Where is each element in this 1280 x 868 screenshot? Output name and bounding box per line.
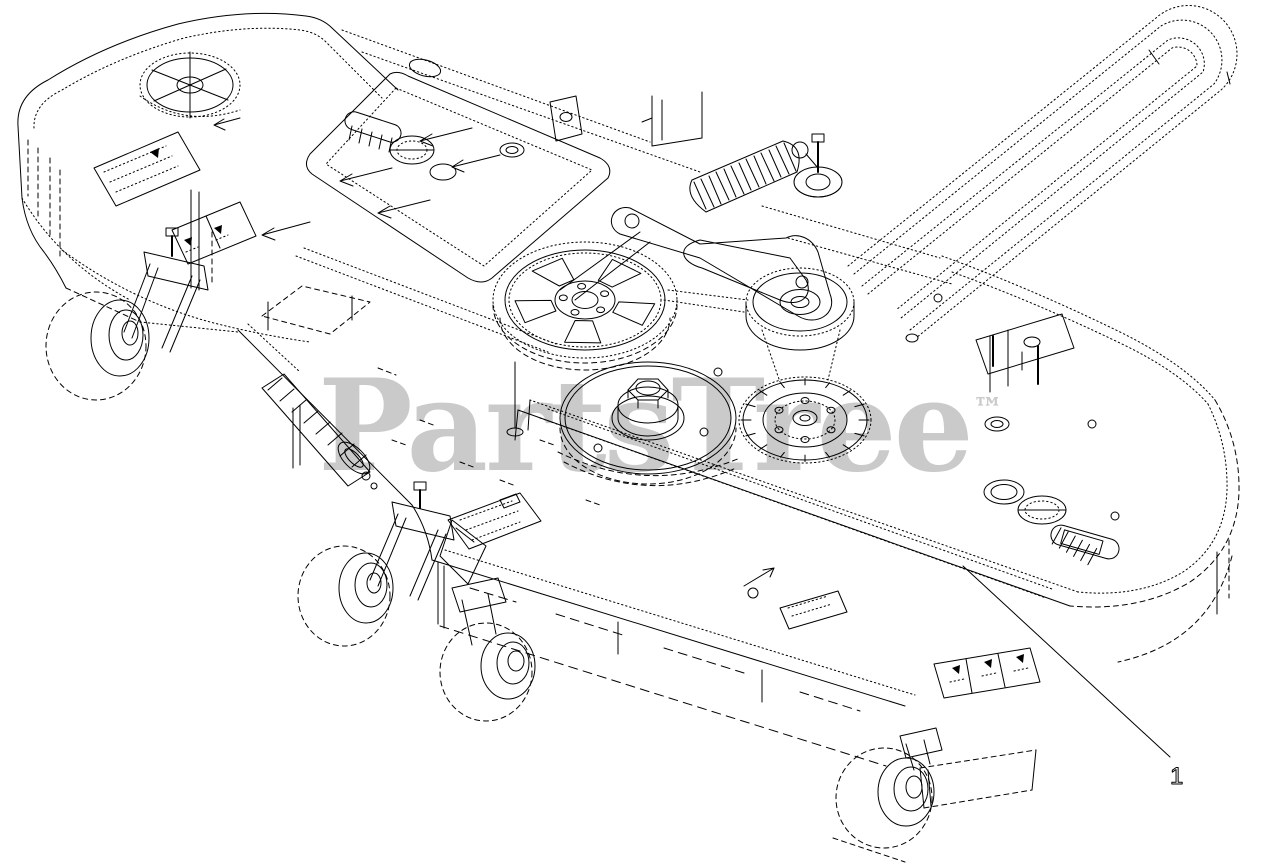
callout-1: 1 xyxy=(962,565,1184,791)
right-warning-decal xyxy=(933,647,1041,699)
pto-drive-belt xyxy=(847,5,1238,339)
tensioner-assembly xyxy=(559,133,843,321)
callout-leader-line xyxy=(962,565,1171,758)
spindle-pulley xyxy=(492,241,678,371)
spindle-hex-nut xyxy=(627,378,669,409)
deck-wheel-right xyxy=(835,727,943,849)
callout-label: 1 xyxy=(1170,763,1183,790)
clutch-pulley xyxy=(738,376,872,464)
left-wing-decal-strip xyxy=(93,131,201,207)
cover-cap xyxy=(389,135,435,165)
discharge-baffle xyxy=(261,285,371,335)
hanger-bracket xyxy=(975,313,1075,393)
left-wing-deck xyxy=(17,12,501,343)
belt-routing-arrows xyxy=(213,117,501,241)
deck-wheel-center xyxy=(439,577,536,722)
front-left-decal xyxy=(447,492,542,550)
extension-spring xyxy=(689,140,819,213)
edge-decal-strip xyxy=(261,373,378,490)
caster-wheel-left xyxy=(45,227,209,401)
gearbox-fan-pulley xyxy=(139,51,241,119)
idler-pulley xyxy=(663,267,855,383)
mid-deck-decal xyxy=(743,567,848,630)
front-skirt xyxy=(431,549,916,767)
deck-cap xyxy=(1017,495,1067,525)
handle-slot xyxy=(1050,524,1120,566)
caster-wheel-mid xyxy=(297,481,487,647)
left-wing-warning-decal xyxy=(171,201,257,265)
belt-cover xyxy=(306,58,611,283)
idler-arm-pivot xyxy=(793,133,843,198)
idler-arm xyxy=(559,207,833,321)
cover-handle-slot xyxy=(344,111,402,153)
center-deck xyxy=(237,29,953,767)
right-wing-deck xyxy=(514,255,1240,863)
rear-baffle-plate xyxy=(832,749,1037,863)
flat-pulley xyxy=(557,361,741,487)
